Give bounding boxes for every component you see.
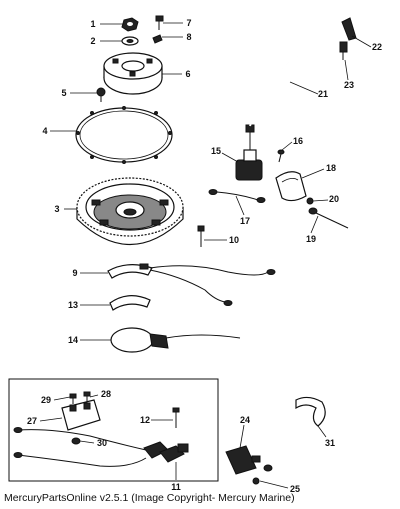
part-19-screw (308, 207, 349, 229)
part-17-lead (208, 189, 266, 203)
callout-24: 24 (240, 415, 250, 425)
callout-22: 22 (372, 42, 382, 52)
part-18-cover (275, 171, 307, 202)
callout-13: 13 (68, 300, 78, 310)
part-27-bracket (61, 399, 101, 431)
callout-21: 21 (318, 89, 328, 99)
part-30-nut (71, 437, 81, 445)
part-28-screw (83, 391, 91, 402)
callout-23: 23 (344, 80, 354, 90)
callout-12: 12 (140, 415, 150, 425)
callout-30: 30 (97, 438, 107, 448)
part-24-rectifier (225, 445, 273, 475)
callout-leaders (39, 22, 372, 489)
callout-31: 31 (325, 438, 335, 448)
part-4-ring (75, 106, 173, 164)
callout-14: 14 (68, 335, 78, 345)
part-15-switchbox (235, 124, 263, 181)
callout-25: 25 (290, 484, 300, 494)
part-14-trigger (110, 327, 241, 353)
callout-labels: 1 2 3 4 5 6 7 8 9 10 11 12 13 14 15 16 1… (27, 18, 382, 494)
part-3-flywheel (76, 177, 184, 246)
image-caption: MercuryPartsOnline v2.5.1 (Image Copyrig… (4, 492, 295, 504)
part-21-hvlead (249, 25, 347, 127)
callout-17: 17 (240, 216, 250, 226)
callout-4: 4 (42, 126, 47, 136)
part-8-key (152, 34, 163, 44)
part-16-screw (277, 149, 285, 163)
callout-29: 29 (41, 395, 51, 405)
part-12-bolt (172, 407, 180, 428)
part-2-washer (121, 36, 139, 46)
part-10-bolt (197, 225, 205, 247)
part-31-strap (295, 396, 326, 427)
callout-1: 1 (90, 19, 95, 29)
part-6-cam (103, 52, 163, 95)
part-7-bolt (155, 15, 164, 30)
callout-6: 6 (185, 69, 190, 79)
callout-7: 7 (186, 18, 191, 28)
callout-8: 8 (186, 32, 191, 42)
part-9-stator (107, 263, 276, 306)
part-29-screw (69, 393, 77, 404)
callout-20: 20 (329, 194, 339, 204)
part-23-cap (339, 41, 348, 60)
part-11-sensor (13, 427, 189, 467)
callout-9: 9 (72, 268, 77, 278)
callout-11: 11 (171, 482, 181, 492)
callout-5: 5 (61, 88, 66, 98)
callout-28: 28 (101, 389, 111, 399)
callout-27: 27 (27, 416, 37, 426)
part-5-screw (96, 87, 106, 102)
part-25-washer (252, 477, 260, 485)
callout-18: 18 (326, 163, 336, 173)
callout-10: 10 (229, 235, 239, 245)
callout-19: 19 (306, 234, 316, 244)
part-13-clamp (109, 295, 151, 311)
callout-3: 3 (54, 204, 59, 214)
part-1-nut (121, 17, 139, 32)
inset-box (8, 378, 219, 482)
callout-2: 2 (90, 36, 95, 46)
callout-15: 15 (211, 146, 221, 156)
part-20-nut (306, 197, 314, 205)
callout-16: 16 (293, 136, 303, 146)
